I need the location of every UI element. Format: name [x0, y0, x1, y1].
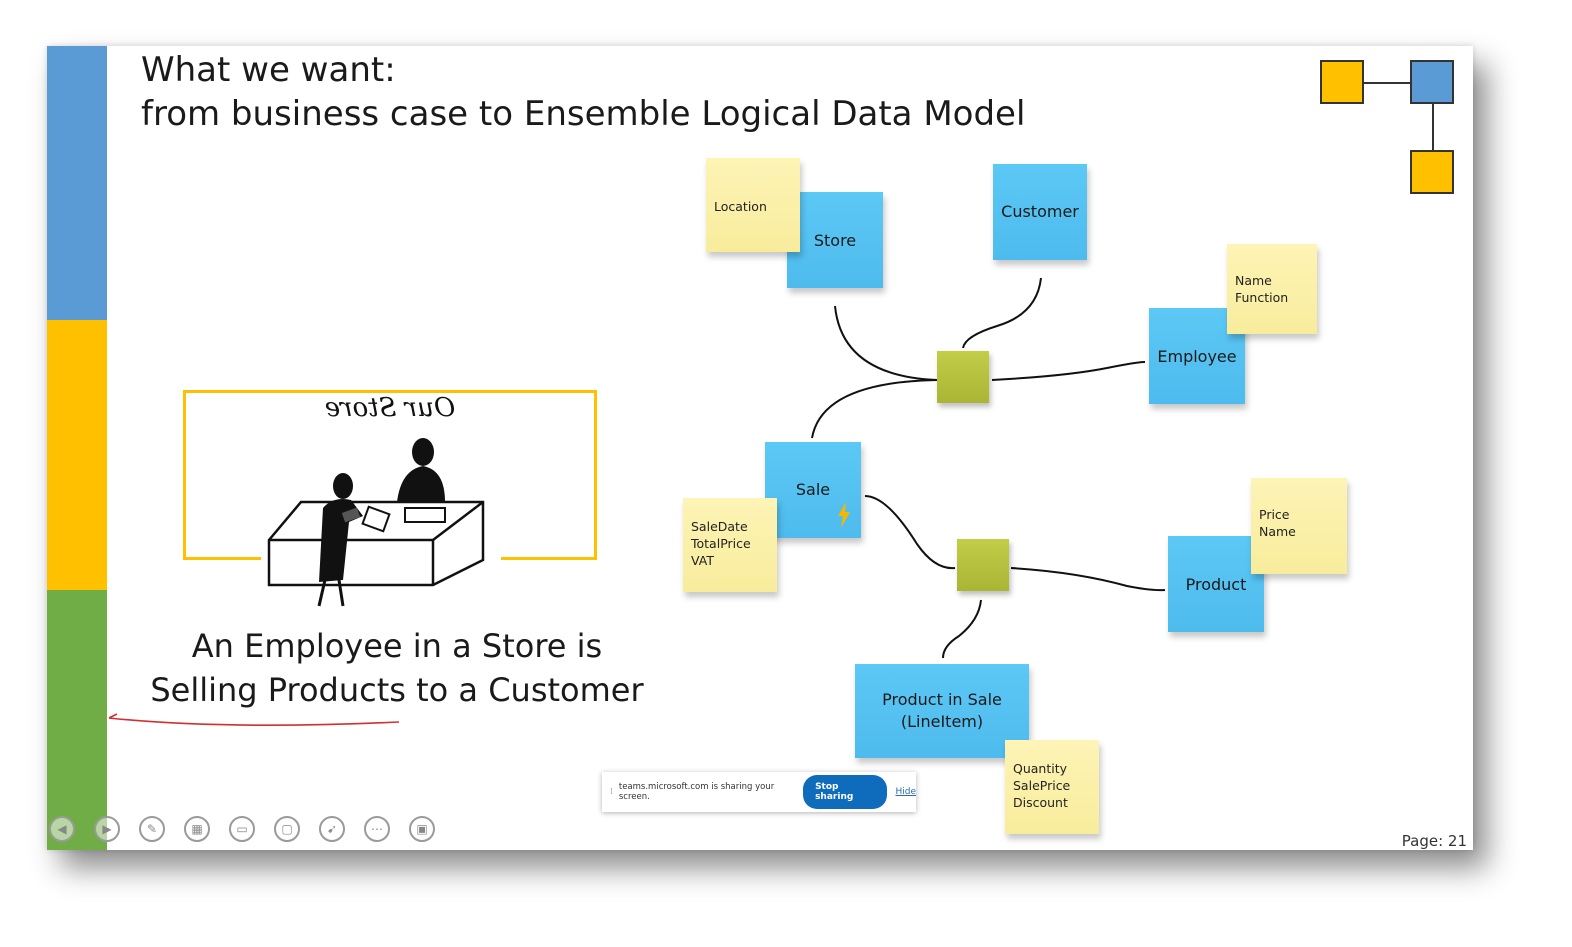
note-sale-attr2: TotalPrice — [691, 535, 769, 552]
subtitles-icon: ▭ — [236, 822, 247, 836]
note-employee-attributes: Name Function — [1227, 244, 1317, 334]
see-all-slides-button[interactable]: ▦ — [184, 816, 210, 842]
previous-slide-button[interactable]: ◀ — [49, 816, 75, 842]
relation-sale-context — [937, 351, 989, 403]
connector-sale-upper — [812, 380, 937, 438]
pen-tool-button[interactable]: ✎ — [139, 816, 165, 842]
entity-customer: Customer — [993, 164, 1087, 260]
next-slide-button[interactable]: ▶ — [94, 816, 120, 842]
entity-store: Store — [787, 192, 883, 288]
connector-lineitem — [943, 600, 981, 658]
lightning-icon — [837, 502, 851, 528]
screen-share-bar: ⁞ teams.microsoft.com is sharing your sc… — [602, 772, 916, 812]
connector-employee — [992, 362, 1145, 380]
entity-product-in-sale-line1: Product in Sale — [882, 689, 1002, 711]
stop-sharing-button[interactable]: Stop sharing — [803, 775, 887, 809]
note-location-text: Location — [714, 198, 792, 215]
share-message: teams.microsoft.com is sharing your scre… — [619, 782, 795, 802]
more-options-button[interactable]: ⋯ — [364, 816, 390, 842]
note-sale-attr1: SaleDate — [691, 518, 769, 535]
camera-icon: ▢ — [281, 822, 292, 836]
note-product-attr2: Name — [1259, 523, 1339, 540]
entity-sale: Sale — [765, 442, 861, 538]
note-location: Location — [706, 158, 800, 252]
camera-button[interactable]: ▢ — [274, 816, 300, 842]
slides-icon: ▦ — [191, 822, 202, 836]
slide: What we want: from business case to Ense… — [47, 46, 1473, 850]
entity-employee-label: Employee — [1157, 347, 1236, 366]
subtitles-button[interactable]: ▭ — [229, 816, 255, 842]
note-product-in-sale-attributes: Quantity SalePrice Discount — [1005, 740, 1099, 834]
connector-product — [1011, 568, 1165, 590]
pen-icon: ✎ — [147, 822, 157, 836]
note-product-attr1: Price — [1259, 506, 1339, 523]
pointer-icon: ➹ — [327, 822, 337, 836]
entity-product: Product — [1168, 536, 1264, 632]
note-product-attributes: Price Name — [1251, 478, 1347, 574]
drag-handle-icon[interactable]: ⁞ — [610, 787, 613, 797]
entity-product-in-sale: Product in Sale (LineItem) — [855, 664, 1029, 758]
note-pis-attr2: SalePrice — [1013, 777, 1091, 794]
note-pis-attr1: Quantity — [1013, 760, 1091, 777]
entity-product-in-sale-line2: (LineItem) — [901, 711, 983, 733]
note-sale-attributes: SaleDate TotalPrice VAT — [683, 498, 777, 592]
entity-product-label: Product — [1186, 575, 1247, 594]
note-sale-attr3: VAT — [691, 552, 769, 569]
entity-sale-label: Sale — [796, 480, 830, 499]
note-employee-attr2: Function — [1235, 289, 1309, 306]
entity-store-label: Store — [814, 231, 856, 250]
connector-store — [835, 306, 937, 380]
pointer-button[interactable]: ➹ — [319, 816, 345, 842]
entity-customer-label: Customer — [1001, 202, 1079, 221]
connector-sale-lower — [865, 496, 955, 568]
relation-sale-product — [957, 539, 1009, 591]
previous-icon: ◀ — [57, 822, 66, 836]
note-employee-attr1: Name — [1235, 272, 1309, 289]
presenter-view-icon: ▣ — [416, 822, 427, 836]
presenter-view-button[interactable]: ▣ — [409, 816, 435, 842]
hide-link[interactable]: Hide — [895, 787, 916, 797]
page-number: Page: 21 — [1402, 832, 1467, 850]
connector-customer — [963, 278, 1041, 348]
note-pis-attr3: Discount — [1013, 794, 1091, 811]
more-icon: ⋯ — [371, 822, 383, 836]
next-icon: ▶ — [102, 822, 111, 836]
